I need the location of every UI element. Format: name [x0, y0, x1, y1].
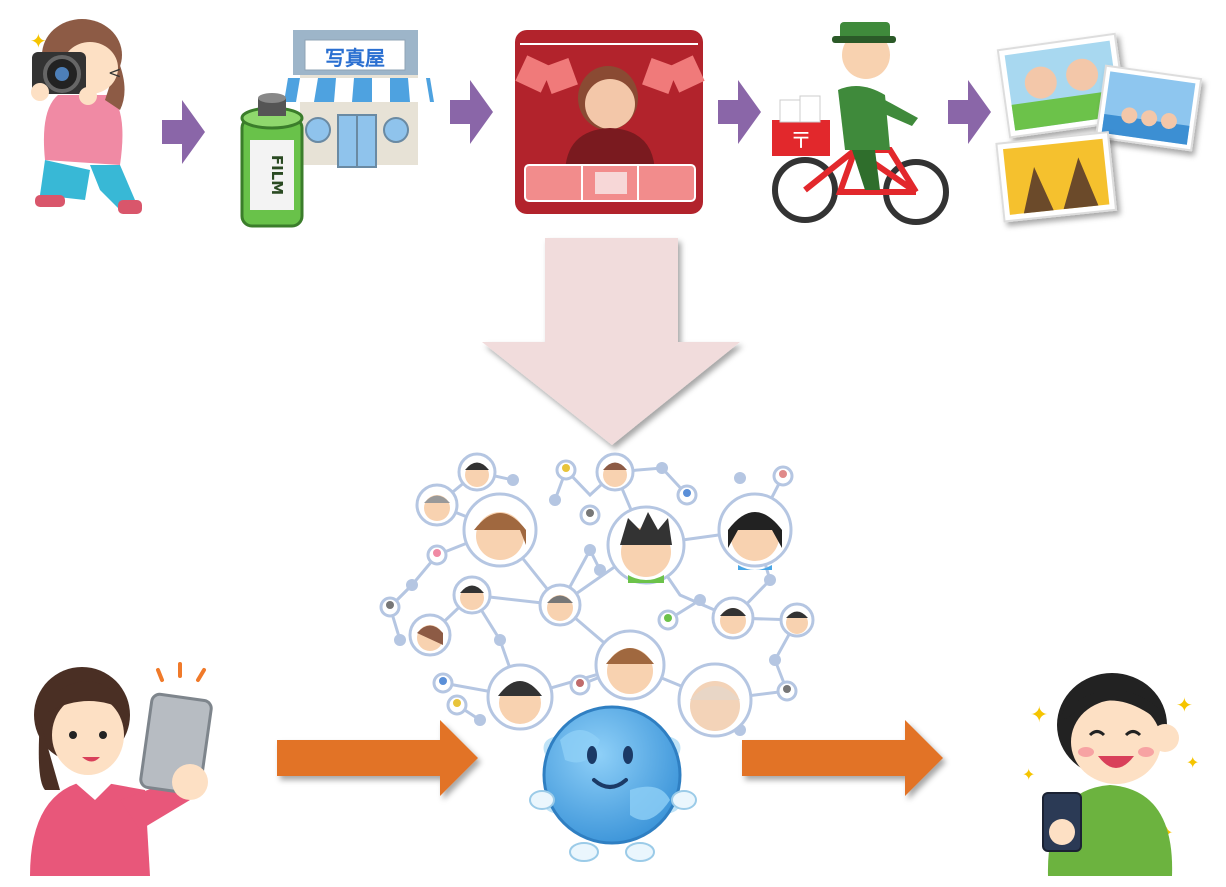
photo-shop-icon: 写真屋: [284, 30, 434, 168]
avatar-1: [457, 452, 497, 492]
avatar-12: [594, 629, 666, 701]
avatar-8: [538, 583, 582, 627]
avatar-6: [717, 492, 793, 570]
printed-photos-icon: [995, 32, 1203, 223]
avatar-7: [452, 575, 492, 615]
postman-bicycle-icon: 〒: [772, 22, 949, 225]
share-arrow: [742, 720, 943, 796]
network-person-pins: [379, 459, 798, 716]
avatar-14: [677, 662, 753, 738]
avatar-11: [779, 602, 815, 638]
network-nodes: [394, 462, 781, 736]
avatar-9: [408, 613, 452, 657]
svg-text:✦: ✦: [1030, 703, 1048, 728]
svg-text:✦: ✦: [1176, 693, 1193, 717]
avatar-5: [606, 505, 686, 585]
avatar-10: [711, 596, 755, 640]
woman-selfie-icon: [30, 662, 213, 876]
avatar-2: [595, 452, 635, 492]
film-roll-label: FILM: [268, 155, 286, 195]
svg-text:〒: 〒: [790, 129, 812, 154]
film-roll-icon: FILM: [240, 93, 304, 228]
svg-text:✦: ✦: [1186, 753, 1199, 772]
flow-arrow-3: [718, 80, 761, 144]
darkroom-icon: [515, 30, 705, 214]
avatar-3: [415, 483, 459, 527]
svg-text:✦: ✦: [1022, 765, 1035, 784]
svg-text:<: <: [108, 63, 121, 82]
svg-text:✦: ✦: [30, 29, 47, 53]
avatar-13: [486, 663, 554, 731]
flow-arrow-4: [948, 80, 991, 144]
photographer-icon: ✦ <: [30, 19, 142, 214]
flow-arrow-2: [450, 80, 493, 144]
flow-arrow-1: [162, 100, 205, 164]
transition-down-arrow: [482, 238, 740, 445]
avatar-4: [462, 492, 538, 568]
happy-man-icon: ✦ ✦ ✦ ✦ ✦: [1022, 673, 1199, 876]
photo-shop-sign: 写真屋: [325, 46, 385, 70]
upload-arrow: [277, 720, 478, 796]
globe-character-icon: [529, 705, 697, 862]
network-avatars: [408, 452, 815, 738]
